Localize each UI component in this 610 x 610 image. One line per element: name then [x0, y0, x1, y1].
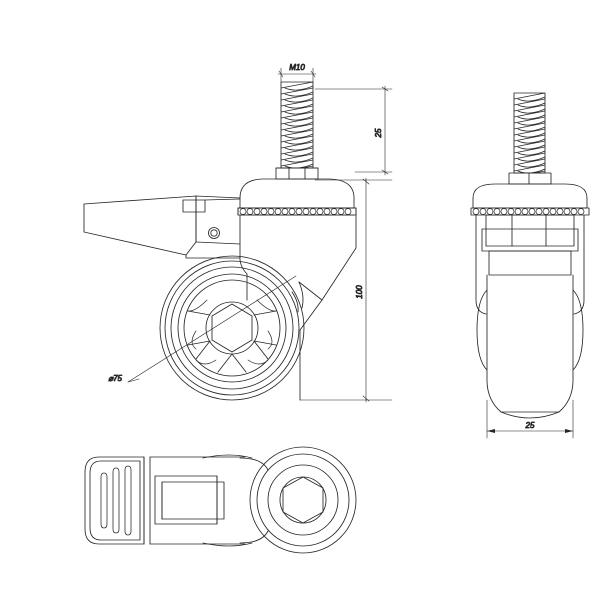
side-view-brake-lever: [83, 195, 241, 259]
top-view-fork-yoke: [202, 446, 357, 554]
hex-bore-circle: [279, 476, 327, 524]
wheel-rim-inner: [183, 279, 281, 377]
wheel-spokes: [187, 299, 277, 373]
pedal-ribs: [100, 465, 132, 536]
side-view-wheel: [159, 255, 305, 401]
top-view-brake-arm: [149, 456, 246, 545]
yoke-mid-circle: [256, 453, 350, 547]
top-view-hex-nut: [282, 476, 324, 524]
front-view-wheel: [476, 274, 584, 419]
dimension-25-tread: [486, 399, 574, 439]
side-view-swivel-housing: [237, 178, 357, 216]
dimension-m10-label: M10: [289, 63, 305, 72]
wheel-outer-tread: [159, 255, 305, 401]
wheel-hex-nut: [211, 303, 253, 353]
brake-pivot-outer: [208, 227, 220, 239]
ball-bearing-race: [239, 208, 352, 215]
side-view-threaded-stem: [275, 81, 319, 180]
wheel-rim-outer: [177, 273, 287, 383]
front-view-swivel-housing: [470, 183, 590, 216]
dimension-wheel-diameter-label: ⌀75: [108, 374, 122, 383]
yoke-outer-circle: [249, 446, 357, 554]
dimension-25-stem: [314, 85, 393, 176]
dimension-m10: [277, 67, 317, 83]
dimension-tread-width-label: 25: [525, 421, 535, 430]
wheel-tread-line-2: [170, 266, 294, 390]
dimension-100-total: [299, 177, 393, 403]
dimension-stem-length-label: 25: [374, 128, 383, 138]
dimension-overall-height-label: 100: [355, 285, 364, 299]
yoke-inner-circle: [267, 464, 339, 536]
brake-lever-tab: [182, 199, 206, 213]
front-view-threaded-stem: [508, 92, 552, 185]
top-view-brake-pedal: [84, 456, 151, 545]
wheel-tread-line-1: [164, 260, 300, 396]
side-view-fork-leg-over-wheel: [246, 273, 301, 401]
front-view-fork: [475, 214, 585, 315]
brake-pivot-inner: [210, 229, 218, 237]
front-ball-bearing-race: [472, 208, 585, 215]
